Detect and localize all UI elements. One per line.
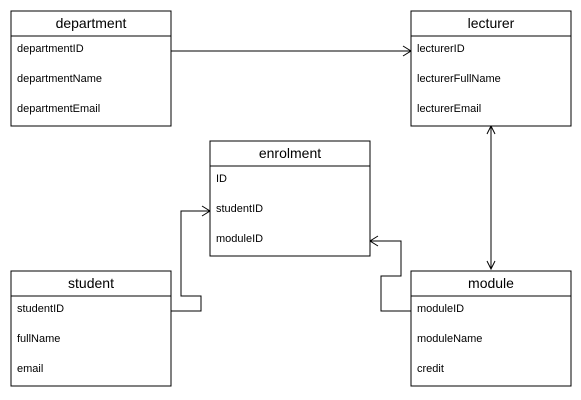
edge-student-enrolment: [171, 210, 210, 312]
entity-module[interactable]: module moduleID moduleName credit: [410, 270, 572, 387]
entity-student-attr-2: fullName: [17, 333, 60, 345]
entity-module-title: module: [468, 275, 514, 291]
entity-enrolment-attr-2: studentID: [216, 203, 263, 215]
entity-lecturer[interactable]: lecturer lecturerID lecturerFullName lec…: [410, 10, 572, 127]
entity-student[interactable]: student studentID fullName email: [10, 270, 172, 387]
entity-student-attr-3: email: [17, 363, 43, 375]
relationship-lines: [171, 45, 496, 312]
edge-module-enrolment: [370, 240, 411, 312]
entity-module-attr-2: moduleName: [417, 333, 482, 345]
entity-module-box: [410, 270, 572, 387]
entity-lecturer-attr-2: lecturerFullName: [417, 73, 501, 85]
entity-enrolment-attr-3: moduleID: [216, 233, 263, 245]
entity-lecturer-title: lecturer: [468, 15, 515, 31]
entity-department-attr-1: departmentID: [17, 43, 84, 55]
entity-module-attr-3: credit: [417, 363, 444, 375]
entity-module-attr-1: moduleID: [417, 303, 464, 315]
entity-enrolment-attr-1: ID: [216, 173, 227, 185]
entity-department[interactable]: department departmentID departmentName d…: [10, 10, 172, 127]
crowfoot-module-side: [486, 260, 496, 271]
entity-enrolment-box: [209, 140, 371, 257]
entity-student-box: [10, 270, 172, 387]
entity-department-attr-3: departmentEmail: [17, 103, 100, 115]
entity-department-box: [10, 10, 172, 127]
entity-lecturer-attr-3: lecturerEmail: [417, 103, 481, 115]
entity-department-title: department: [56, 15, 127, 31]
entity-enrolment-title: enrolment: [259, 145, 321, 161]
entity-lecturer-box: [410, 10, 572, 127]
entity-department-attr-2: departmentName: [17, 73, 102, 85]
entity-lecturer-attr-1: lecturerID: [417, 43, 465, 55]
entity-student-attr-1: studentID: [17, 303, 64, 315]
entity-student-title: student: [68, 275, 114, 291]
entity-enrolment[interactable]: enrolment ID studentID moduleID: [209, 140, 371, 257]
